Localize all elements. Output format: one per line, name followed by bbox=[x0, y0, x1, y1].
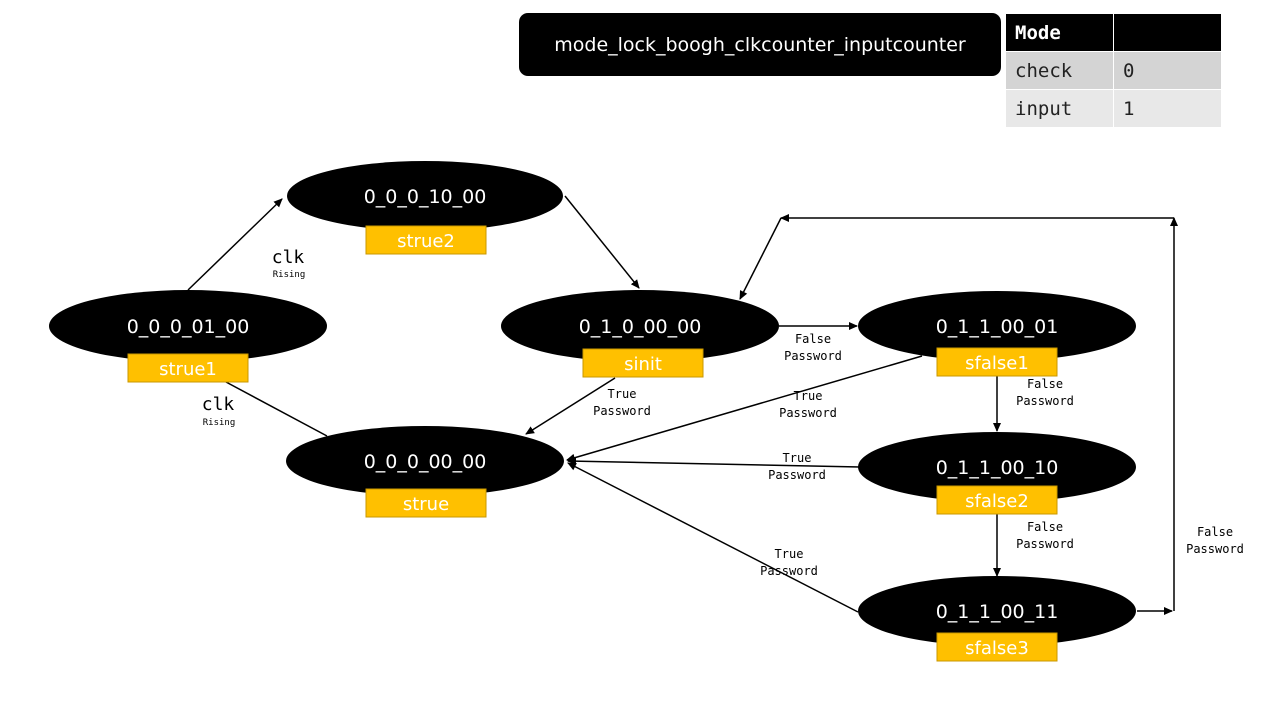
password-label: Password bbox=[1016, 537, 1074, 551]
state-ellipse bbox=[858, 576, 1136, 646]
state-code: 0_1_0_00_00 bbox=[579, 316, 702, 338]
mode-row-input: input 1 bbox=[1005, 89, 1222, 128]
state-ellipse bbox=[501, 290, 779, 362]
state-tag bbox=[936, 632, 1058, 662]
password-label: Password bbox=[1016, 394, 1074, 408]
false-label: False bbox=[795, 332, 831, 346]
state-strue1: 0_0_0_01_00 strue1 bbox=[49, 290, 327, 383]
true-label: True bbox=[775, 547, 804, 561]
state-tag bbox=[127, 353, 249, 383]
state-sfalse3: 0_1_1_00_11 sfalse3 bbox=[858, 576, 1136, 662]
mode-table: Mode check 0 input 1 bbox=[1005, 13, 1222, 128]
state-tag-label: sfalse3 bbox=[965, 638, 1029, 659]
state-tag-label: strue bbox=[403, 494, 449, 515]
state-sinit: 0_1_0_00_00 sinit bbox=[501, 290, 779, 378]
state-tag-label: strue2 bbox=[397, 231, 455, 252]
clk-label: clk bbox=[202, 394, 235, 415]
state-tag bbox=[582, 348, 704, 378]
state-code: 0_1_1_00_01 bbox=[936, 316, 1059, 338]
state-tag bbox=[365, 225, 487, 255]
state-tag-label: sfalse1 bbox=[965, 353, 1029, 374]
edge-return-down bbox=[739, 217, 782, 300]
mode-row-key: input bbox=[1005, 89, 1114, 128]
password-label: Password bbox=[1186, 542, 1244, 556]
state-tag bbox=[936, 347, 1058, 377]
state-sfalse2: 0_1_1_00_10 sfalse2 bbox=[858, 432, 1136, 515]
state-ellipse bbox=[858, 432, 1136, 502]
state-sfalse1: 0_1_1_00_01 sfalse1 bbox=[858, 291, 1136, 377]
state-code: 0_1_1_00_11 bbox=[936, 601, 1059, 623]
mode-row-value: 1 bbox=[1113, 89, 1222, 128]
state-strue2: 0_0_0_10_00 strue2 bbox=[287, 161, 563, 255]
true-label: True bbox=[608, 387, 637, 401]
diagram-title: mode_lock_boogh_clkcounter_inputcounter bbox=[519, 13, 1001, 76]
edge-strue1-to-strue2 bbox=[187, 198, 283, 291]
edge-strue2-to-sinit bbox=[564, 195, 640, 289]
state-ellipse bbox=[286, 426, 564, 496]
state-code: 0_0_0_00_00 bbox=[364, 451, 487, 473]
edge-labels: clk Rising clk Rising False Password Tru… bbox=[202, 247, 1244, 578]
mode-row-check: check 0 bbox=[1005, 51, 1222, 90]
false-label: False bbox=[1027, 377, 1063, 391]
state-ellipse bbox=[49, 290, 327, 362]
state-ellipse bbox=[858, 291, 1136, 361]
state-strue: 0_0_0_00_00 strue bbox=[286, 426, 564, 518]
state-tag-label: strue1 bbox=[159, 359, 217, 380]
password-label: Password bbox=[784, 349, 842, 363]
state-ellipse bbox=[287, 161, 563, 231]
edge-sfalse3-to-strue bbox=[567, 462, 859, 613]
edge-strue-to-strue1 bbox=[225, 381, 328, 437]
rising-label: Rising bbox=[273, 270, 306, 280]
false-label: False bbox=[1027, 520, 1063, 534]
false-label: False bbox=[1197, 525, 1233, 539]
state-code: 0_0_0_10_00 bbox=[364, 186, 487, 208]
true-label: True bbox=[794, 389, 823, 403]
state-tag bbox=[365, 488, 487, 518]
password-label: Password bbox=[768, 468, 826, 482]
password-label: Password bbox=[760, 564, 818, 578]
rising-label: Rising bbox=[203, 418, 236, 428]
state-code: 0_1_1_00_10 bbox=[936, 457, 1059, 479]
edge-sinit-to-strue bbox=[525, 377, 616, 435]
edge-sfalse1-to-strue bbox=[566, 355, 923, 462]
edge-sfalse2-to-strue bbox=[567, 457, 861, 468]
mode-row-value: 0 bbox=[1113, 51, 1222, 90]
password-label: Password bbox=[779, 406, 837, 420]
clk-label: clk bbox=[272, 247, 305, 268]
state-code: 0_0_0_01_00 bbox=[127, 316, 250, 338]
true-label: True bbox=[783, 451, 812, 465]
edges bbox=[187, 195, 1178, 615]
mode-table-header: Mode bbox=[1005, 13, 1222, 52]
state-tag-label: sinit bbox=[624, 354, 662, 375]
password-label: Password bbox=[593, 404, 651, 418]
mode-header-cell: Mode bbox=[1005, 13, 1114, 52]
state-tag-label: sfalse2 bbox=[965, 491, 1029, 512]
state-tag bbox=[936, 485, 1058, 515]
